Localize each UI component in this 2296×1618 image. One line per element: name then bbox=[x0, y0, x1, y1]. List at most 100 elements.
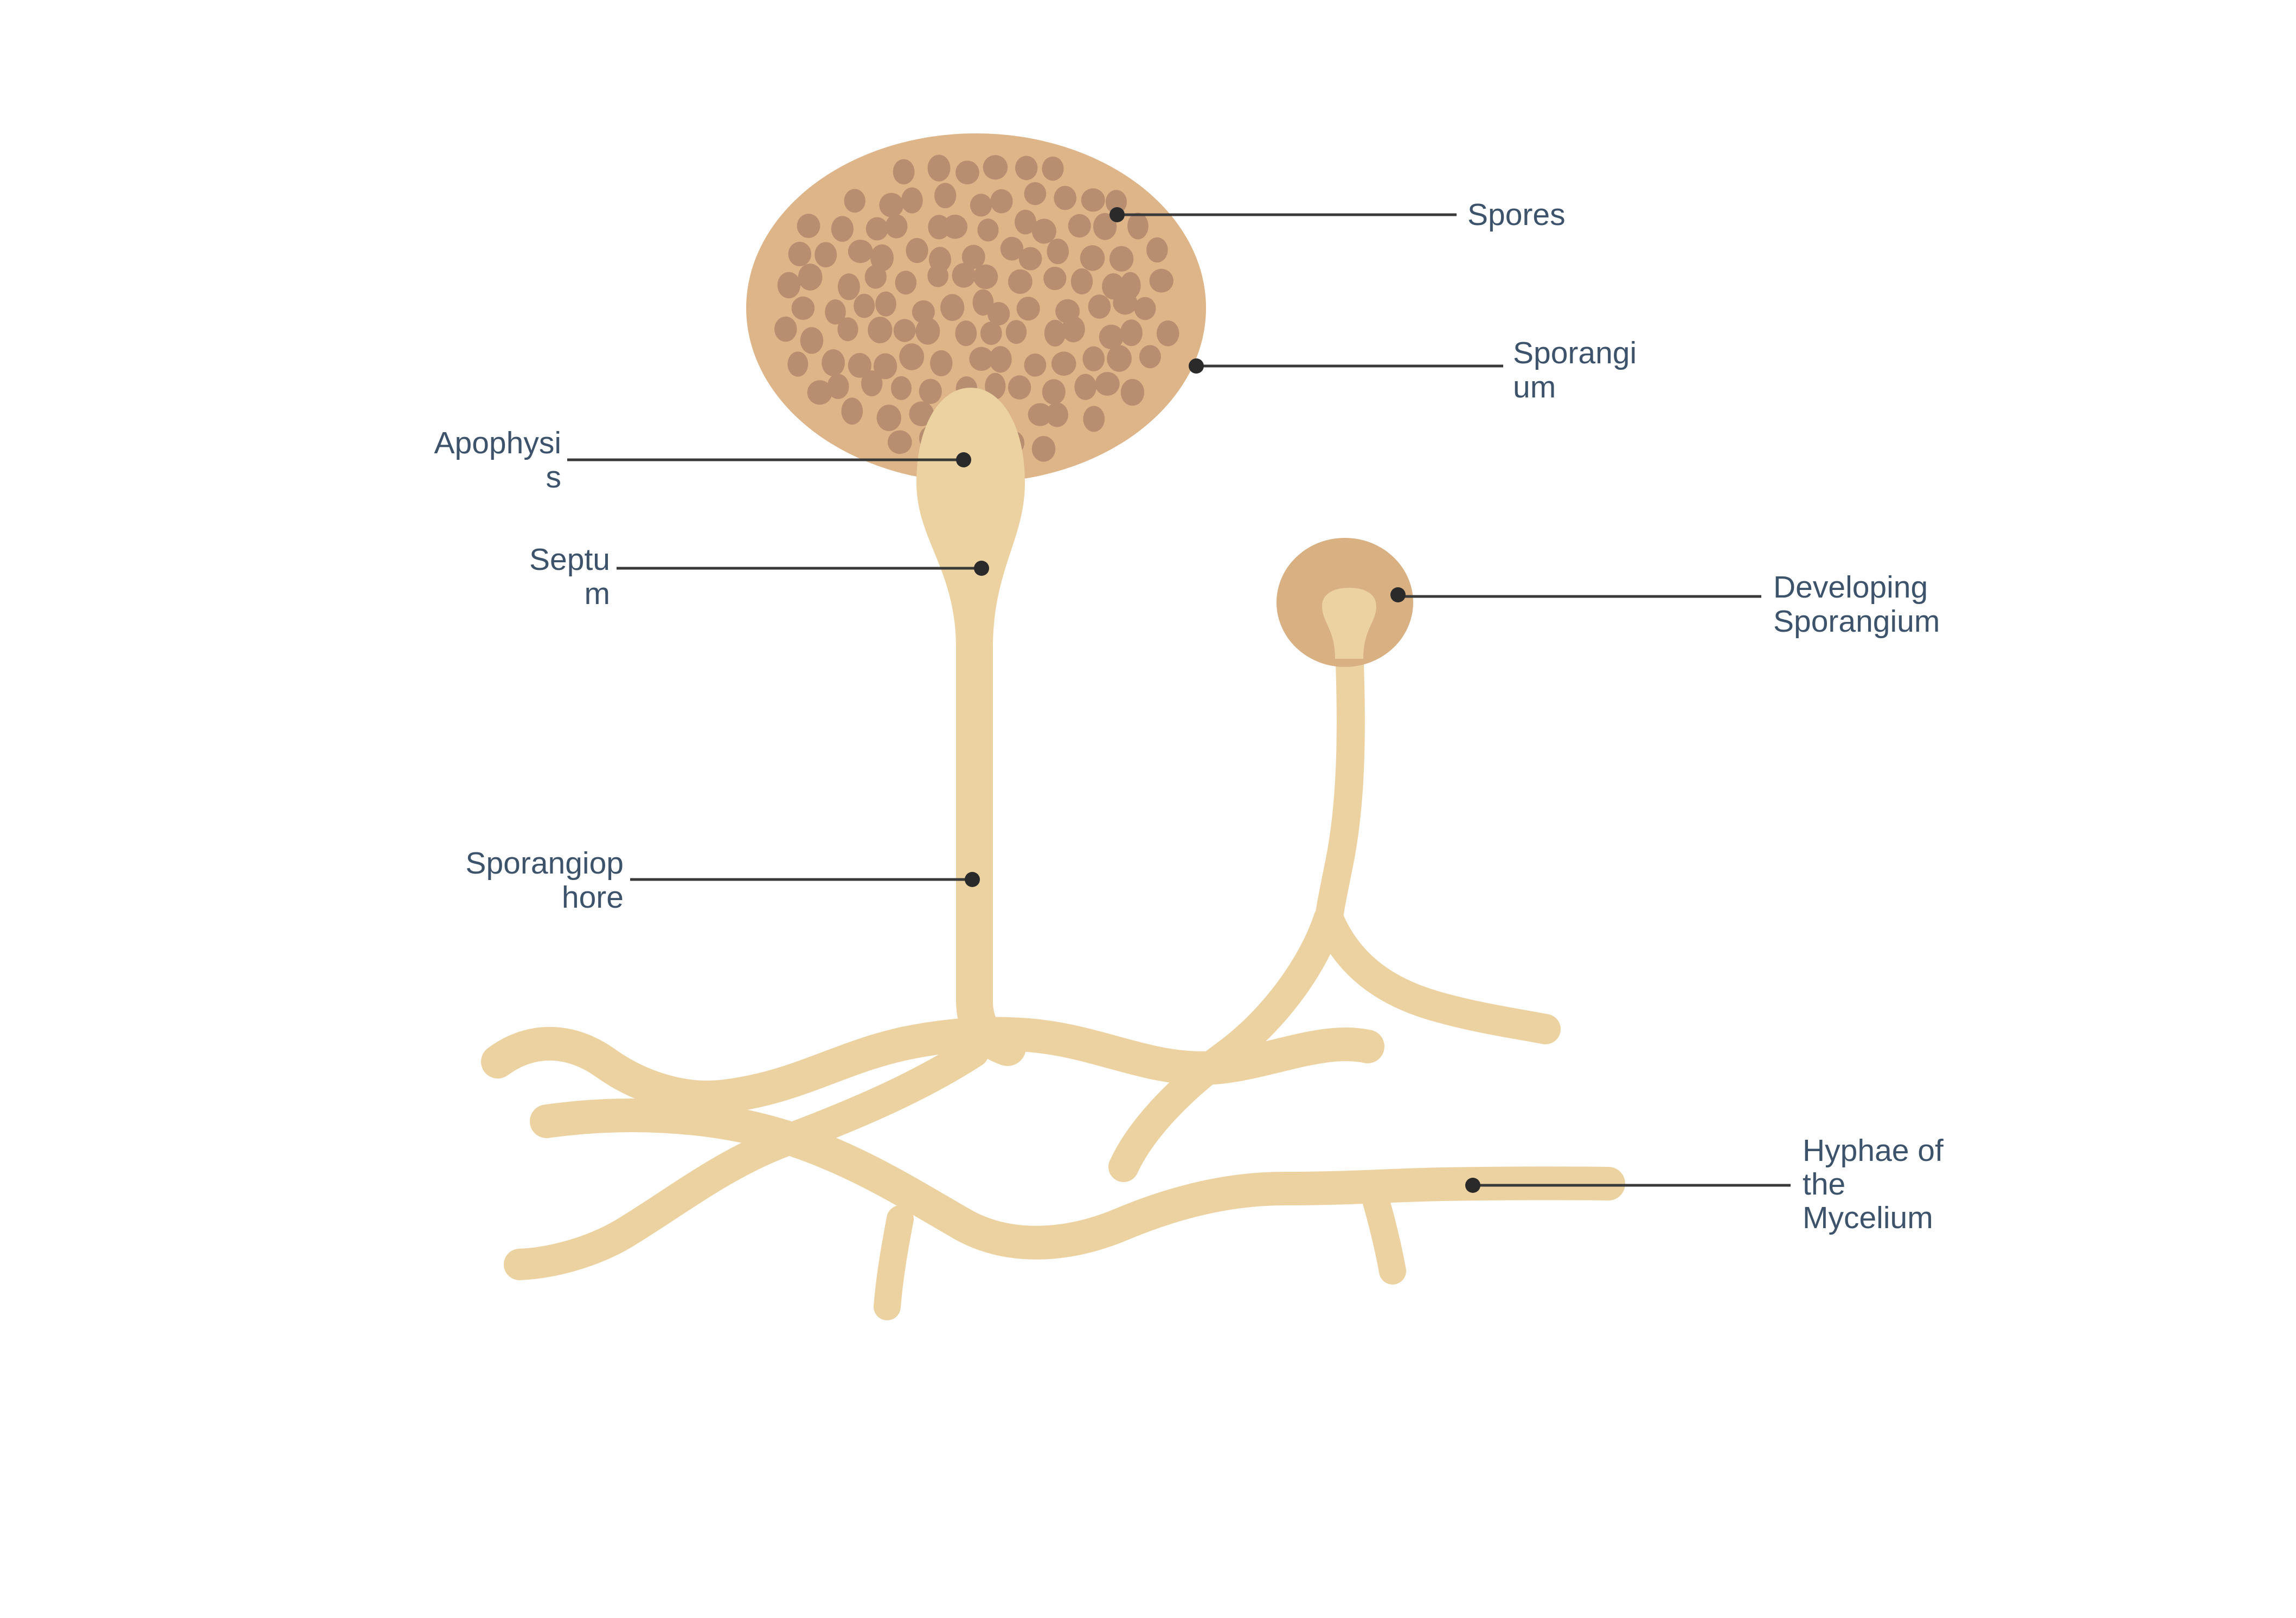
spore-dot bbox=[864, 265, 887, 289]
spore-dot bbox=[837, 273, 860, 300]
spore-dot bbox=[983, 155, 1008, 180]
spore-dot bbox=[1080, 245, 1105, 271]
spore-dot bbox=[919, 378, 942, 404]
spore-dot bbox=[1120, 319, 1143, 346]
spore-dot bbox=[899, 343, 925, 370]
developing-sporangium-anchor-dot bbox=[1390, 587, 1406, 602]
labels-layer: Spores Sporangi um Developing Sporangium… bbox=[434, 197, 1944, 1235]
spore-dot bbox=[1068, 214, 1091, 238]
spore-dot bbox=[895, 271, 917, 295]
spore-dot bbox=[1008, 375, 1031, 400]
branch-y-left-leg bbox=[1108, 904, 1344, 1182]
spore-dot bbox=[1054, 185, 1076, 210]
hypha-diagonal-left bbox=[504, 1036, 989, 1280]
spore-dot bbox=[797, 214, 820, 238]
spore-dot bbox=[1046, 402, 1068, 427]
spores-group bbox=[774, 155, 1179, 462]
hyphae-label-line3: Mycelium bbox=[1803, 1200, 1933, 1235]
spore-dot bbox=[952, 263, 976, 288]
spore-dot bbox=[1139, 345, 1161, 369]
spore-dot bbox=[990, 189, 1013, 214]
spore-dot bbox=[1024, 354, 1047, 377]
spore-dot bbox=[800, 327, 824, 354]
spore-dot bbox=[893, 319, 916, 342]
spore-dot bbox=[970, 194, 992, 217]
spore-dot bbox=[955, 160, 979, 184]
spore-dot bbox=[1031, 219, 1056, 244]
sporangium-anchor-dot bbox=[1189, 358, 1204, 374]
spore-dot bbox=[1000, 236, 1024, 261]
spore-dot bbox=[1134, 297, 1156, 320]
hypha-spur-left bbox=[874, 1205, 914, 1320]
spore-dot bbox=[1015, 156, 1038, 181]
spore-dot bbox=[1093, 213, 1117, 240]
spore-dot bbox=[774, 316, 797, 342]
spore-dot bbox=[1120, 378, 1145, 406]
spore-dot bbox=[827, 374, 849, 399]
spore-dot bbox=[885, 214, 908, 239]
spore-dot bbox=[977, 219, 999, 242]
septum-label-line2: m bbox=[585, 576, 610, 611]
developing-sporangium-stalk bbox=[1314, 634, 1365, 936]
spore-dot bbox=[934, 183, 957, 209]
spore-dot bbox=[844, 189, 865, 213]
spore-dot bbox=[870, 244, 894, 272]
sporangiophore-label-line1: Sporangiop bbox=[465, 846, 624, 881]
spore-dot bbox=[1018, 247, 1042, 271]
spore-dot bbox=[1044, 319, 1066, 347]
spore-dot bbox=[791, 296, 815, 320]
spore-dot bbox=[868, 317, 893, 344]
spore-dot bbox=[909, 401, 934, 426]
spore-dot bbox=[1024, 182, 1047, 206]
spore-dot bbox=[875, 291, 896, 317]
leader-lines bbox=[567, 213, 1791, 1187]
spore-dot bbox=[1127, 213, 1149, 240]
spore-dot bbox=[1043, 266, 1067, 291]
sporangiophore-stalk bbox=[955, 589, 1026, 1066]
spore-dot bbox=[1146, 237, 1168, 263]
spore-dot bbox=[1156, 320, 1179, 346]
spores-label: Spores bbox=[1467, 197, 1566, 232]
spore-dot bbox=[814, 242, 837, 268]
spore-dot bbox=[1070, 268, 1093, 294]
septum-label-line1: Septu bbox=[529, 542, 610, 577]
developing-sporangium bbox=[1277, 538, 1413, 667]
spore-dot bbox=[942, 214, 968, 239]
sporangium-label-line1: Sporangi bbox=[1513, 336, 1637, 370]
spore-dot bbox=[1047, 239, 1069, 265]
spore-dot bbox=[1099, 324, 1124, 350]
spore-dot bbox=[1149, 268, 1173, 293]
spores-anchor-dot bbox=[1109, 207, 1125, 222]
spore-dot bbox=[887, 430, 912, 454]
spore-dot bbox=[825, 299, 846, 325]
spore-dot bbox=[1074, 374, 1097, 400]
spore-dot bbox=[1042, 156, 1064, 181]
spore-dot bbox=[831, 216, 854, 242]
apophysis-shape bbox=[916, 388, 1025, 648]
spore-dot bbox=[1105, 190, 1127, 214]
spore-dot bbox=[1028, 403, 1053, 426]
spore-dot bbox=[980, 322, 1002, 345]
developing-sporangium-label-line2: Sporangium bbox=[1773, 604, 1940, 639]
spore-dot bbox=[1109, 246, 1134, 272]
spore-dot bbox=[854, 293, 875, 318]
septum-anchor-dot bbox=[974, 561, 989, 576]
spore-dot bbox=[798, 264, 823, 291]
spore-dot bbox=[1051, 351, 1076, 376]
spore-dot bbox=[837, 317, 858, 342]
branch-y-right-leg bbox=[1313, 904, 1561, 1044]
spore-dot bbox=[989, 346, 1012, 373]
spore-dot bbox=[1081, 188, 1105, 212]
spore-dot bbox=[848, 353, 871, 378]
sporangium-head bbox=[746, 133, 1206, 648]
spore-dot bbox=[930, 350, 953, 376]
sporangiophore-anchor-dot bbox=[965, 872, 980, 887]
sporangium-label-line2: um bbox=[1513, 370, 1556, 404]
spore-dot bbox=[1107, 345, 1132, 372]
spore-dot bbox=[955, 320, 977, 346]
spore-dot bbox=[865, 217, 888, 241]
sporangiophore-label-line2: hore bbox=[562, 880, 624, 915]
spore-dot bbox=[861, 370, 883, 396]
